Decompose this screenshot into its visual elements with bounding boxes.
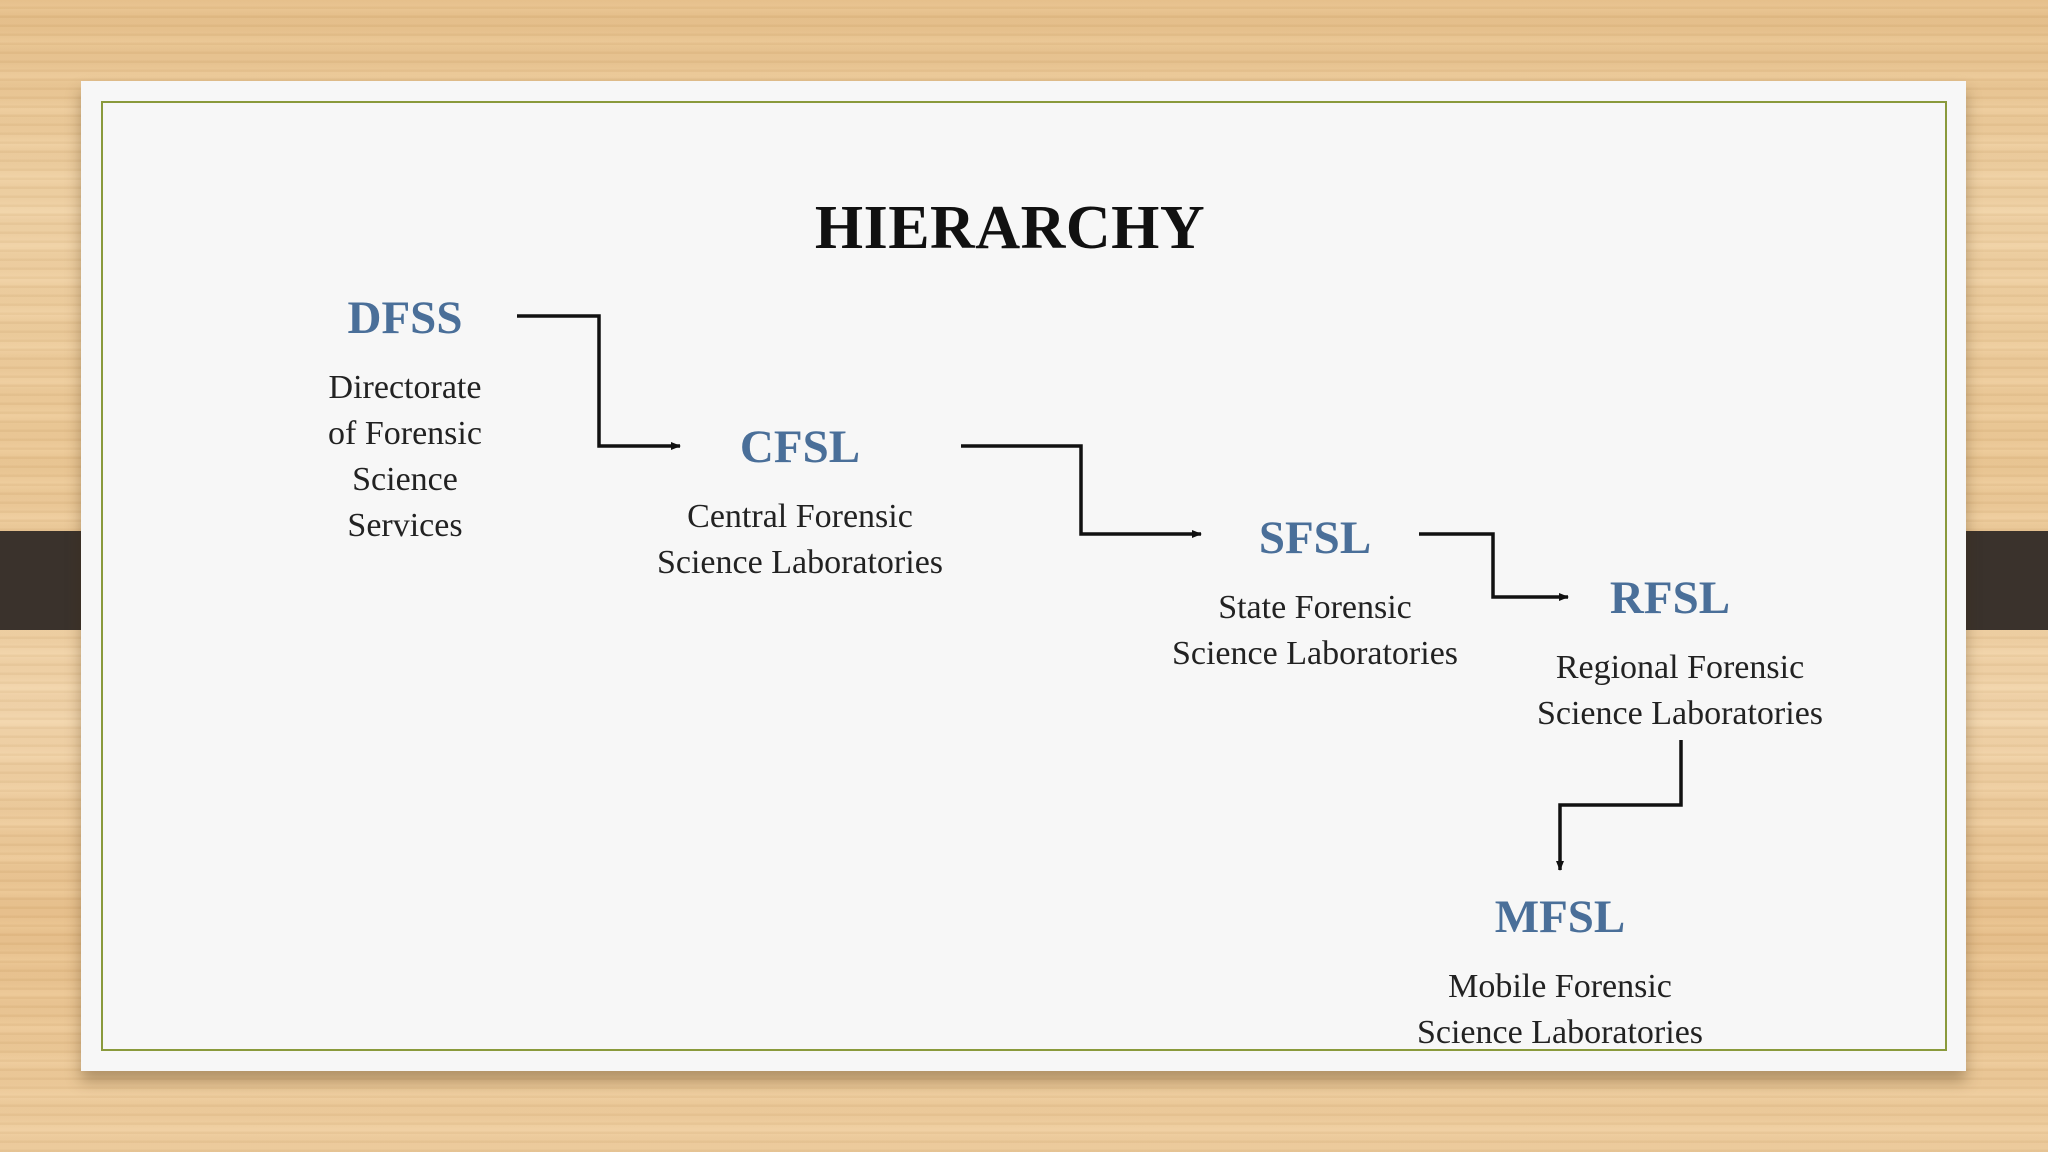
- node-sfsl-line: Science Laboratories: [1171, 634, 1459, 672]
- connector-sfsl-rfsl: [1419, 532, 1569, 601]
- node-dfss-line: Directorate: [328, 368, 482, 406]
- node-mfsl-description: Mobile Forensic Science Laboratories: [1380, 964, 1740, 1056]
- slide: [81, 81, 1966, 1071]
- node-mfsl-line: Science Laboratories: [1416, 1013, 1704, 1051]
- connector-dfss-cfsl: [517, 314, 681, 450]
- node-rfsl-description: Regional Forensic Science Laboratories: [1500, 645, 1860, 737]
- connector-rfsl-mfsl: [1556, 740, 1683, 871]
- node-sfsl-abbr: SFSL: [1258, 512, 1372, 564]
- node-dfss-description: Directorate of Forensic Science Services: [290, 365, 520, 549]
- node-mfsl: MFSL Mobile Forensic Science Laboratorie…: [1380, 891, 1740, 1056]
- node-dfss: DFSS Directorate of Forensic Science Ser…: [290, 292, 520, 549]
- node-dfss-line: Science: [352, 460, 458, 498]
- connector-cfsl-sfsl: [961, 444, 1202, 538]
- node-dfss-abbr: DFSS: [347, 292, 463, 344]
- slide-title: HIERARCHY: [814, 194, 1206, 262]
- node-dfss-line: of Forensic: [328, 414, 482, 452]
- node-sfsl-description: State Forensic Science Laboratories: [1135, 585, 1495, 677]
- node-mfsl-line: Mobile Forensic: [1448, 967, 1672, 1005]
- node-sfsl: SFSL State Forensic Science Laboratories: [1135, 512, 1495, 677]
- node-cfsl: CFSL Central Forensic Science Laboratori…: [620, 421, 980, 586]
- node-rfsl-abbr: RFSL: [1609, 572, 1731, 624]
- node-cfsl-line: Science Laboratories: [656, 543, 944, 581]
- node-rfsl-line: Science Laboratories: [1536, 694, 1824, 732]
- node-mfsl-abbr: MFSL: [1494, 891, 1626, 943]
- node-cfsl-abbr: CFSL: [739, 421, 861, 473]
- node-rfsl-line: Regional Forensic: [1555, 648, 1805, 686]
- node-dfss-line: Services: [347, 506, 463, 544]
- node-cfsl-line: Central Forensic: [687, 497, 913, 535]
- node-rfsl: RFSL Regional Forensic Science Laborator…: [1500, 572, 1860, 737]
- slide-border: [101, 101, 1947, 1051]
- node-sfsl-line: State Forensic: [1218, 588, 1412, 626]
- node-cfsl-description: Central Forensic Science Laboratories: [620, 494, 980, 586]
